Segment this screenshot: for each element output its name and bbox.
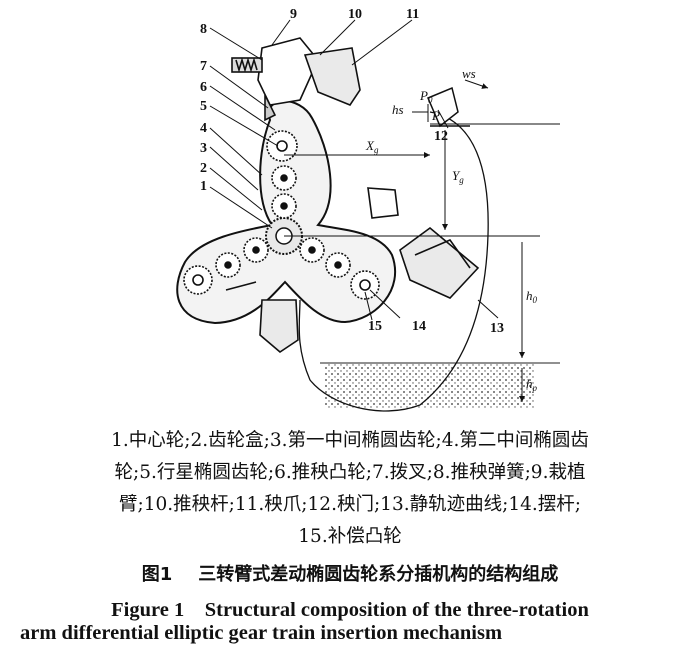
right-gear-chain (299, 237, 380, 300)
dim-p0: P0 (419, 88, 433, 105)
bottom-planting-arm (225, 281, 299, 354)
legend-line-3: 臂;10.推秧杆;11.秧爪;12.秧门;13.静轨迹曲线;14.摆杆; (118, 494, 581, 515)
leader-lines (209, 19, 499, 321)
label-15: 15 (368, 319, 382, 334)
dim-hp: hp (526, 376, 538, 393)
label-10: 10 (348, 7, 362, 22)
label-11: 11 (406, 7, 419, 22)
caption-chinese-title: 三转臂式差动椭圆齿轮系分插机构的结构组成 (198, 564, 559, 585)
dim-yg: Yg (452, 168, 464, 185)
label-8: 8 (200, 22, 207, 37)
label-5: 5 (200, 99, 207, 114)
dim-ws: ws (462, 66, 476, 81)
caption-figure-label: 图1 (141, 564, 173, 585)
caption-english-line-2: arm differential elliptic gear train ins… (20, 622, 503, 644)
mechanism-diagram: 1 2 3 4 5 6 7 8 9 10 11 12 13 14 15 ws h… (176, 7, 560, 412)
label-7: 7 (200, 59, 207, 74)
dimension-lines (284, 79, 560, 402)
paddy-soil (325, 363, 535, 408)
label-13: 13 (490, 321, 504, 336)
label-3: 3 (200, 141, 207, 156)
static-trajectory-curve (298, 111, 489, 412)
upper-gear-chain (266, 130, 298, 219)
label-1: 1 (200, 179, 207, 194)
caption-chinese: 图1 三转臂式差动椭圆齿轮系分插机构的结构组成 (0, 560, 700, 586)
label-14: 14 (412, 319, 426, 334)
top-planting-arm (231, 37, 361, 122)
left-gear-chain (183, 237, 269, 295)
dim-p: P (431, 108, 440, 123)
dim-hs: hs (392, 102, 404, 117)
seedling-gate (427, 86, 470, 128)
dim-xg: Xg (365, 138, 379, 155)
label-6: 6 (200, 80, 207, 95)
label-9: 9 (290, 7, 297, 22)
right-planting-arm (367, 187, 480, 299)
legend-line-2: 轮;5.行星椭圆齿轮;6.推秧凸轮;7.拨叉;8.推秧弹簧;9.栽植 (114, 462, 586, 483)
label-12: 12 (434, 129, 448, 144)
label-2: 2 (200, 161, 207, 176)
dim-h0: h0 (526, 288, 538, 305)
caption-english-line-1: Figure 1 Structural composition of the t… (111, 599, 589, 621)
legend-line-1: 1.中心轮;2.齿轮盒;3.第一中间椭圆齿轮;4.第二中间椭圆齿 (111, 430, 589, 451)
label-4: 4 (200, 121, 207, 136)
legend-line-4: 15.补偿凸轮 (298, 526, 402, 547)
